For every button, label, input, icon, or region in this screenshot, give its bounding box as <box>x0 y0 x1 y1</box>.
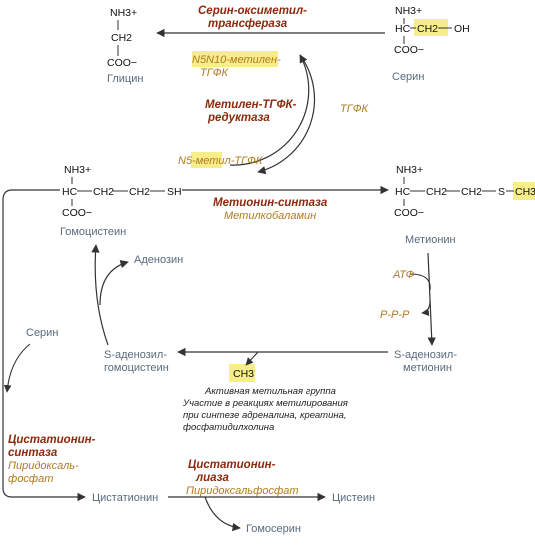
glycine-label: Глицин <box>107 73 143 85</box>
cysteine-label: Цистеин <box>332 492 375 504</box>
methionine-to-sam-arrow <box>427 252 436 346</box>
cbs-enzyme-line1: Цистатионин- <box>8 434 96 446</box>
methyl-note-line4: фосфатидилхолина <box>183 422 274 433</box>
svg-text:OH: OH <box>454 23 470 35</box>
methionine-ch3-highlight <box>513 182 535 200</box>
svg-text:HC: HC <box>395 23 411 35</box>
svg-text:CH2: CH2 <box>417 23 438 35</box>
svg-text:CH3: CH3 <box>515 186 535 198</box>
sam-label-line2: метионин <box>403 362 452 374</box>
mthfr-enzyme-line2: редуктаза <box>207 112 270 124</box>
homoserine-label: Гомосерин <box>246 523 301 535</box>
cbs-cofactor-line2: фосфат <box>8 473 53 485</box>
methionine-synthase-label: Метионин-синтаза <box>213 197 328 209</box>
cgl-cofactor: Пиридоксальфосфат <box>186 485 298 497</box>
serine-label: Серин <box>392 71 424 83</box>
svg-text:NH3+: NH3+ <box>396 164 423 176</box>
cbs-cofactor-line1: Пиридоксаль- <box>8 460 79 472</box>
sah-label-line1: S-аденозил- <box>104 349 167 361</box>
svg-text:NH3+: NH3+ <box>64 164 91 176</box>
svg-text:NH3+: NH3+ <box>395 5 422 17</box>
homocysteine-to-cystathionine-line <box>2 189 86 502</box>
sam-label-line1: S-аденозил- <box>394 349 457 361</box>
glycine-structure: NH3+ CH2 COO− Глицин <box>107 7 143 85</box>
svg-text:CH2: CH2 <box>111 32 132 44</box>
svg-text:CH2: CH2 <box>129 186 150 198</box>
shmt-enzyme-line1: Серин-оксиметил- <box>198 5 307 17</box>
svg-text:CH2: CH2 <box>426 186 447 198</box>
cgl-enzyme-line2: лиаза <box>195 472 229 484</box>
methyl-note-line1: Активная метильная группа <box>204 386 336 397</box>
svg-text:SH: SH <box>167 186 182 198</box>
sah-to-homocysteine-arrow <box>91 244 109 346</box>
svg-text:CH2: CH2 <box>461 186 482 198</box>
atp-label: АТФ <box>392 269 415 281</box>
serine-ch2-highlight <box>414 19 448 36</box>
serine2-arrow <box>3 343 31 393</box>
svg-text:COO−: COO− <box>107 57 137 69</box>
homocysteine-label: Гомоцистеин <box>60 226 126 238</box>
svg-text:CH2: CH2 <box>93 186 114 198</box>
ch3-release-arrow <box>245 351 259 366</box>
svg-text:HC: HC <box>62 186 78 198</box>
cgl-enzyme-line1: Цистатионин- <box>188 459 276 471</box>
adenosine-label: Аденозин <box>134 254 183 266</box>
cystathionine-label: Цистатионин <box>92 492 158 504</box>
methylene-thf-line1: N5N10-метилен- <box>192 54 281 66</box>
cbs-enzyme-line2: синтаза <box>8 447 58 459</box>
svg-text:HC: HC <box>395 186 411 198</box>
methylene-thf-line2: ТГФК <box>200 67 228 79</box>
ch3-group-label: CH3 <box>233 368 254 380</box>
mthfr-enzyme-line1: Метилен-ТГФК- <box>205 99 297 111</box>
methyl-thf-highlight <box>191 152 222 168</box>
svg-text:COO−: COO− <box>62 207 92 219</box>
methylene-thf-highlight <box>192 51 278 67</box>
svg-text:COO−: COO− <box>394 44 424 56</box>
homocysteine-structure: NH3+ HC CH2 CH2 SH COO− Гомоцистеин <box>60 164 182 238</box>
sah-label-line2: гомоцистеин <box>104 362 169 374</box>
svg-text:S: S <box>498 186 505 198</box>
serine2-label: Серин <box>26 327 58 339</box>
ppp-label: Р-Р-Р <box>380 309 410 321</box>
methyl-thf-label: N5-метил-ТГФК <box>178 155 263 167</box>
shmt-enzyme-line2: трансфераза <box>208 18 288 30</box>
methionine-structure: NH3+ HC CH2 CH2 S CH3 COO− Метионин <box>394 164 535 246</box>
methyl-note-line2: Участие в реакциях метилирования <box>182 398 348 409</box>
svg-text:COO−: COO− <box>394 207 424 219</box>
ch3-group-highlight <box>229 364 255 382</box>
cystathionine-to-homoserine-arrow <box>204 496 241 532</box>
sah-to-adenosine-arrow <box>99 260 129 306</box>
folate-cycle-circle <box>229 54 310 166</box>
methionine-label: Метионин <box>405 234 456 246</box>
thf-label: ТГФК <box>340 103 368 115</box>
svg-text:NH3+: NH3+ <box>110 7 137 19</box>
methylcobalamin-label: Метилкобаламин <box>224 210 316 222</box>
methyl-note-line3: при синтезе адреналина, креатина, <box>183 410 347 421</box>
serine-structure: NH3+ HC CH2 OH COO− Серин <box>392 5 470 83</box>
